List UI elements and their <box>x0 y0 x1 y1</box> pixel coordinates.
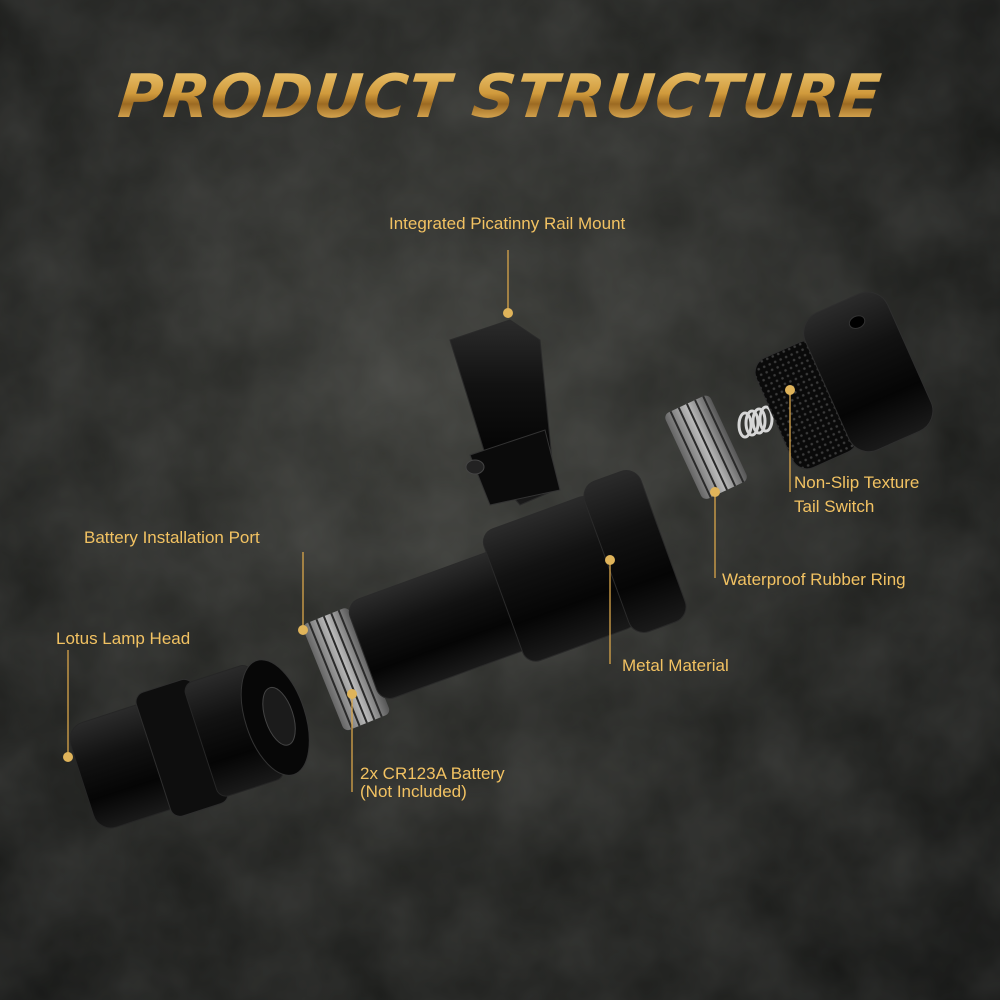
callout-dots <box>63 308 795 762</box>
label-battery-port: Battery Installation Port <box>84 528 260 547</box>
dot-metal <box>605 555 615 565</box>
picatinny-rail-mount-part <box>449 319 561 506</box>
dot-rail-mount <box>503 308 513 318</box>
spring-part <box>737 405 774 439</box>
lotus-lamp-head-part <box>69 659 310 829</box>
dot-battery <box>347 689 357 699</box>
label-battery-line2: (Not Included) <box>360 782 467 801</box>
label-tail-switch-line1: Non-Slip Texture <box>794 473 920 492</box>
dot-rubber-ring <box>710 487 720 497</box>
callout-leader-lines <box>67 250 791 792</box>
dot-lamp-head <box>63 752 73 762</box>
label-lamp-head: Lotus Lamp Head <box>56 629 191 648</box>
label-rubber-ring: Waterproof Rubber Ring <box>722 570 906 589</box>
label-rail-mount: Integrated Picatinny Rail Mount <box>389 214 626 233</box>
label-battery-line1: 2x CR123A Battery <box>360 764 505 783</box>
rear-thread-part <box>665 395 747 499</box>
dot-tail-switch <box>785 385 795 395</box>
label-tail-switch-line2: Tail Switch <box>794 497 875 516</box>
tail-switch-cap-part <box>754 291 934 470</box>
dot-battery-port <box>298 625 308 635</box>
label-metal: Metal Material <box>622 656 729 675</box>
main-body-tube <box>348 470 687 699</box>
